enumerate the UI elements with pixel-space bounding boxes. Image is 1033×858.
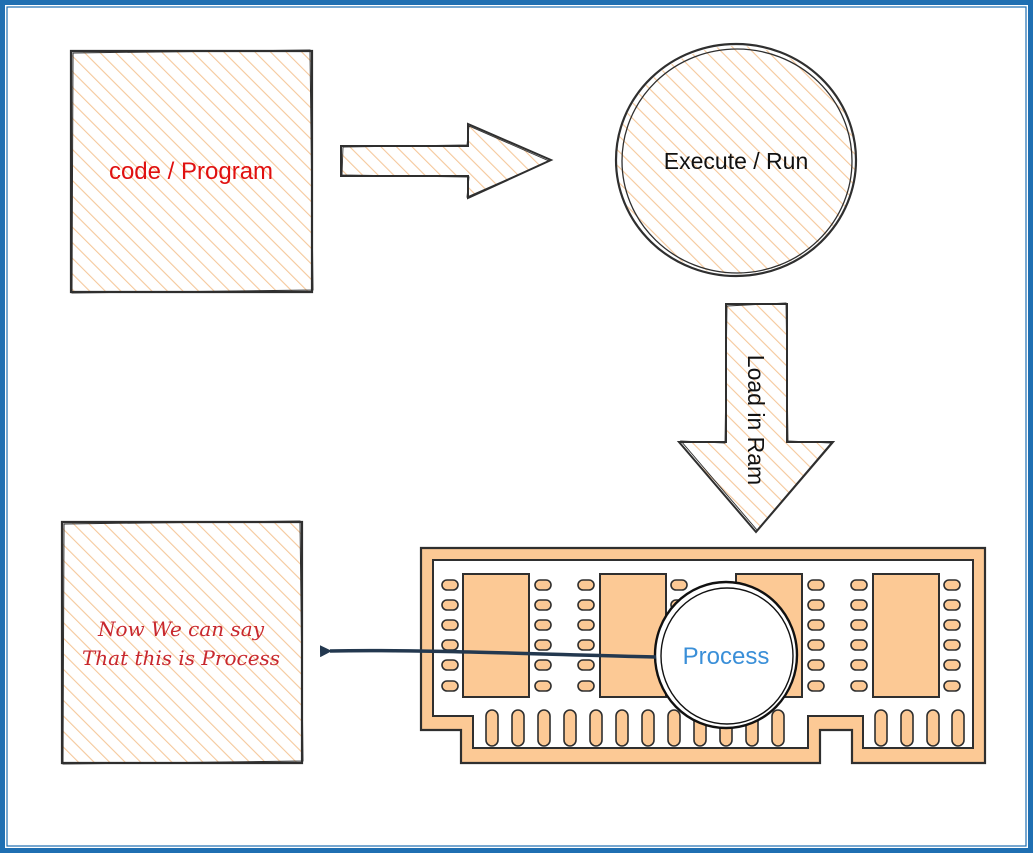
ram-pin	[926, 709, 940, 747]
ram-contact-dot	[807, 579, 825, 591]
ram-pin	[900, 709, 914, 747]
ram-contact-dot	[577, 579, 595, 591]
ram-pin	[641, 709, 655, 747]
ram-contact-dot	[943, 659, 961, 671]
result-node: Now We can say That this is Process	[60, 520, 304, 765]
ram-contact-dot	[850, 680, 868, 692]
ram-contact-dot	[534, 659, 552, 671]
ram-contact-dot	[441, 680, 459, 692]
ram-pin	[485, 709, 499, 747]
ram-contact-dot	[807, 680, 825, 692]
execute-run-label: Execute / Run	[664, 148, 808, 174]
ram-contact-dot	[441, 599, 459, 611]
ram-contact-dot	[534, 579, 552, 591]
ram-pin	[667, 709, 681, 747]
ram-contact-dot	[534, 619, 552, 631]
process-node: Process	[653, 580, 799, 730]
ram-contact-dot	[850, 659, 868, 671]
ram-pin	[615, 709, 629, 747]
code-program-label: code / Program	[109, 158, 273, 185]
process-label: Process	[683, 643, 770, 670]
ram-contact-dot	[943, 599, 961, 611]
ram-contact-dot	[670, 579, 688, 591]
execute-run-node: Execute / Run	[614, 42, 858, 278]
ram-chip	[872, 573, 940, 698]
ram-contact-dot	[577, 599, 595, 611]
ram-contact-dot	[534, 680, 552, 692]
ram-contact-dot	[534, 639, 552, 651]
ram-contact-dot	[534, 599, 552, 611]
ram-contact-dot	[807, 599, 825, 611]
ram-pin	[589, 709, 603, 747]
ram-contact-dot	[943, 639, 961, 651]
ram-contact-dot	[577, 639, 595, 651]
ram-contact-dot	[441, 639, 459, 651]
ram-contact-dot	[850, 599, 868, 611]
ram-contact-dot	[577, 619, 595, 631]
ram-contact-dot	[441, 619, 459, 631]
code-program-node: code / Program	[69, 49, 314, 294]
ram-contact-dot	[807, 619, 825, 631]
ram-contact-dot	[807, 639, 825, 651]
load-in-ram-label: Load in Ram	[743, 355, 769, 485]
ram-pin	[563, 709, 577, 747]
ram-pin	[874, 709, 888, 747]
ram-contact-dot	[943, 680, 961, 692]
ram-chip	[462, 573, 530, 698]
result-label-line1: Now We can say	[97, 617, 265, 641]
ram-contact-dot	[850, 619, 868, 631]
result-label-line2: That this is Process	[82, 646, 280, 670]
ram-pin	[771, 709, 785, 747]
ram-contact-dot	[577, 659, 595, 671]
process-to-result-connector	[319, 645, 657, 659]
ram-pin	[951, 709, 965, 747]
ram-contact-dot	[850, 579, 868, 591]
ram-contact-dot	[807, 659, 825, 671]
ram-pin	[511, 709, 525, 747]
ram-contact-dot	[943, 619, 961, 631]
load-in-ram-arrow: Load in Ram	[676, 302, 836, 534]
ram-contact-dot	[577, 680, 595, 692]
ram-contact-dot	[441, 659, 459, 671]
ram-chip	[599, 573, 667, 698]
ram-contact-dot	[441, 579, 459, 591]
ram-contact-dot	[943, 579, 961, 591]
ram-contact-dot	[850, 639, 868, 651]
ram-pin	[537, 709, 551, 747]
right-arrow	[340, 122, 554, 200]
